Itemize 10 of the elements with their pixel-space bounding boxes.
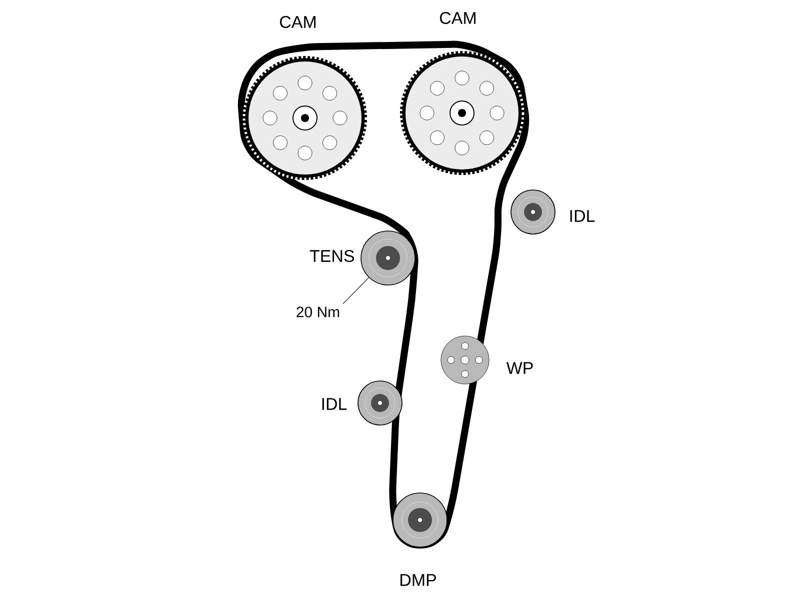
tensioner-pulley — [360, 230, 416, 286]
pulley-label: IDL — [322, 398, 347, 410]
pulley-label: WP — [506, 362, 533, 374]
pulley-label: DMP — [400, 574, 436, 586]
pulley-label: TENS — [310, 250, 354, 262]
leader-line — [342, 277, 370, 304]
pulley-label: IDL — [570, 210, 595, 222]
pulley-label: CAM — [280, 16, 316, 28]
pulley-label: CAM — [440, 12, 476, 24]
torque-label: 20 Nm — [296, 306, 340, 318]
